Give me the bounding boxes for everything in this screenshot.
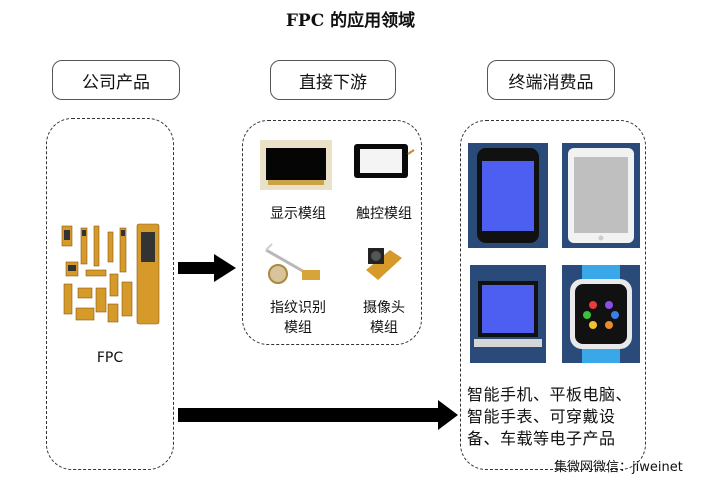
smartphone-image: [468, 143, 548, 248]
watermark: 集微网微信：jiweinet: [554, 460, 683, 475]
camera-module-label-2: 模组: [370, 320, 398, 336]
header-consumer-products: 终端消费品: [487, 60, 615, 100]
tablet-image: [562, 143, 640, 248]
header-downstream: 直接下游: [270, 60, 396, 100]
camera-module-label-1: 摄像头: [363, 300, 405, 316]
downstream-box: [242, 120, 422, 345]
fpc-label: FPC: [96, 350, 124, 366]
caption-line-3: 备、车载等电子产品: [467, 429, 616, 448]
company-products-box: [46, 118, 174, 470]
arrow-to-consumer: [178, 400, 458, 430]
consumer-products-caption: 智能手机、平板电脑、 智能手表、可穿戴设 备、车载等电子产品: [467, 384, 647, 450]
display-module-image: [260, 140, 332, 190]
camera-module-image: [366, 248, 402, 280]
fpc-products-image: [61, 223, 160, 325]
fingerprint-module-image: [265, 243, 320, 284]
fingerprint-module-label-1: 指纹识别: [270, 300, 326, 316]
caption-line-2: 智能手表、可穿戴设: [467, 407, 616, 426]
diagram-title: FPC 的应用领域: [285, 11, 416, 31]
touch-module-image: [354, 144, 415, 178]
fingerprint-module-label-2: 模组: [284, 320, 312, 336]
smartwatch-image: [562, 265, 640, 363]
header-company-products: 公司产品: [52, 60, 180, 100]
touch-module-label: 触控模组: [356, 206, 412, 222]
caption-line-1: 智能手机、平板电脑、: [467, 385, 633, 404]
display-module-label: 显示模组: [270, 206, 326, 222]
consumer-products-box: [460, 120, 646, 470]
laptop-image: [470, 265, 546, 363]
arrow-to-downstream: [178, 254, 236, 282]
